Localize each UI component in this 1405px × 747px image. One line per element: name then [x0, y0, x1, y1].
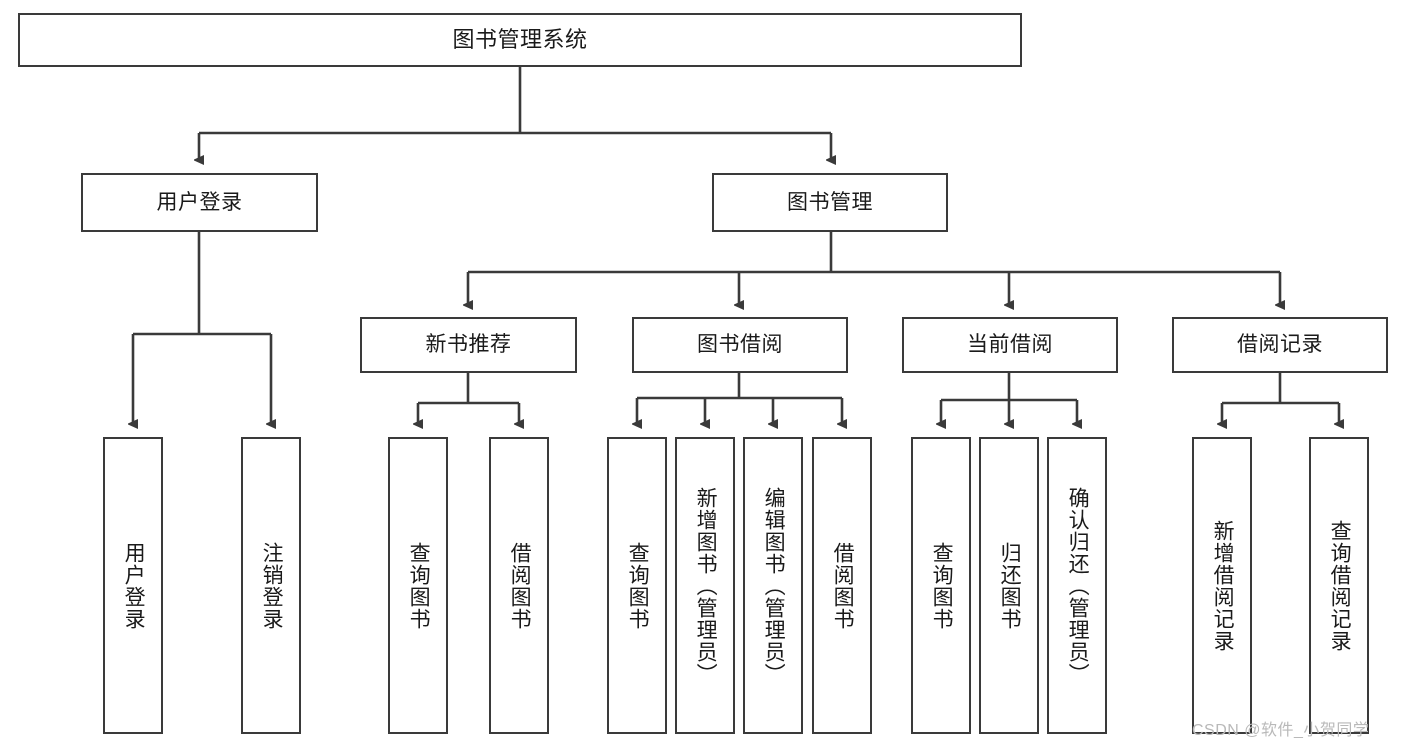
node-borrow-record[interactable]: 借阅记录 — [1172, 317, 1388, 373]
node-root-label: 图书管理系统 — [452, 26, 588, 52]
node-leaf-query-book-rec[interactable]: 查询图书 — [388, 437, 448, 734]
node-user-login[interactable]: 用户登录 — [81, 173, 318, 232]
node-current-borrow-label: 当前借阅 — [967, 333, 1053, 357]
node-borrow-record-label: 借阅记录 — [1237, 333, 1323, 357]
node-leaf-logout[interactable]: 注销登录 — [241, 437, 301, 734]
node-leaf-user-login-label: 用户登录 — [122, 541, 146, 630]
node-book-manage-label: 图书管理 — [787, 190, 873, 214]
node-leaf-return-book[interactable]: 归还图书 — [979, 437, 1039, 734]
node-leaf-return-book-label: 归还图书 — [998, 541, 1022, 630]
node-leaf-query-book-borrow[interactable]: 查询图书 — [607, 437, 667, 734]
node-leaf-edit-book-label: 编辑图书（管理员） — [762, 486, 786, 685]
node-new-book-recommend[interactable]: 新书推荐 — [360, 317, 577, 373]
node-leaf-edit-book[interactable]: 编辑图书（管理员） — [743, 437, 803, 734]
node-leaf-borrow-book-rec-label: 借阅图书 — [508, 541, 532, 630]
node-leaf-query-record-label: 查询借阅记录 — [1328, 519, 1352, 652]
node-new-book-recommend-label: 新书推荐 — [425, 333, 512, 357]
node-leaf-query-book-cur-label: 查询图书 — [930, 541, 954, 630]
node-leaf-borrow-book-rec[interactable]: 借阅图书 — [489, 437, 549, 734]
node-leaf-add-book-label: 新增图书（管理员） — [694, 486, 718, 685]
node-leaf-add-record[interactable]: 新增借阅记录 — [1192, 437, 1252, 734]
node-leaf-logout-label: 注销登录 — [260, 541, 284, 630]
node-current-borrow[interactable]: 当前借阅 — [902, 317, 1118, 373]
node-leaf-query-book-borrow-label: 查询图书 — [626, 541, 650, 630]
node-book-borrow[interactable]: 图书借阅 — [632, 317, 848, 373]
node-leaf-add-book[interactable]: 新增图书（管理员） — [675, 437, 735, 734]
node-user-login-label: 用户登录 — [156, 190, 243, 214]
node-leaf-borrow-book[interactable]: 借阅图书 — [812, 437, 872, 734]
node-leaf-confirm-return-label: 确认归还（管理员） — [1066, 486, 1090, 685]
node-leaf-query-record[interactable]: 查询借阅记录 — [1309, 437, 1369, 734]
watermark: CSDN @软件_小贺同学 — [1192, 722, 1370, 739]
node-leaf-add-record-label: 新增借阅记录 — [1211, 519, 1235, 652]
node-book-manage[interactable]: 图书管理 — [712, 173, 948, 232]
node-book-borrow-label: 图书借阅 — [697, 333, 783, 357]
node-leaf-borrow-book-label: 借阅图书 — [831, 541, 855, 630]
node-leaf-confirm-return[interactable]: 确认归还（管理员） — [1047, 437, 1107, 734]
node-leaf-user-login[interactable]: 用户登录 — [103, 437, 163, 734]
node-root[interactable]: 图书管理系统 — [18, 13, 1022, 67]
node-leaf-query-book-rec-label: 查询图书 — [407, 541, 431, 630]
node-leaf-query-book-cur[interactable]: 查询图书 — [911, 437, 971, 734]
